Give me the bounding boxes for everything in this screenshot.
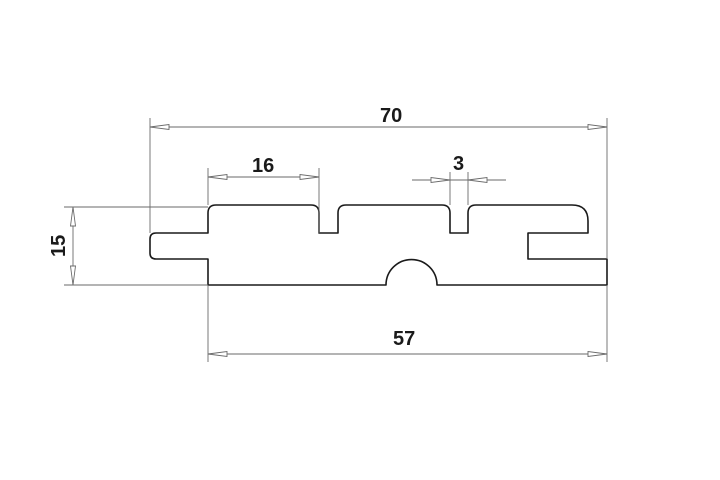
- groove-width-label: 3: [453, 153, 464, 175]
- overall-width-label: 70: [380, 105, 402, 127]
- thickness-label: 15: [48, 235, 70, 257]
- thickness-dimension: 15: [48, 206, 208, 286]
- board-profile-outline: [149, 204, 608, 286]
- board-width-label: 57: [393, 328, 415, 350]
- board-width-dimension: 57: [207, 285, 608, 362]
- groove-pitch-label: 16: [252, 155, 274, 177]
- groove-pitch-dimension: 16: [207, 155, 320, 233]
- overall-width-dimension: 70: [149, 105, 608, 259]
- groove-width-dimension: 3: [412, 153, 506, 205]
